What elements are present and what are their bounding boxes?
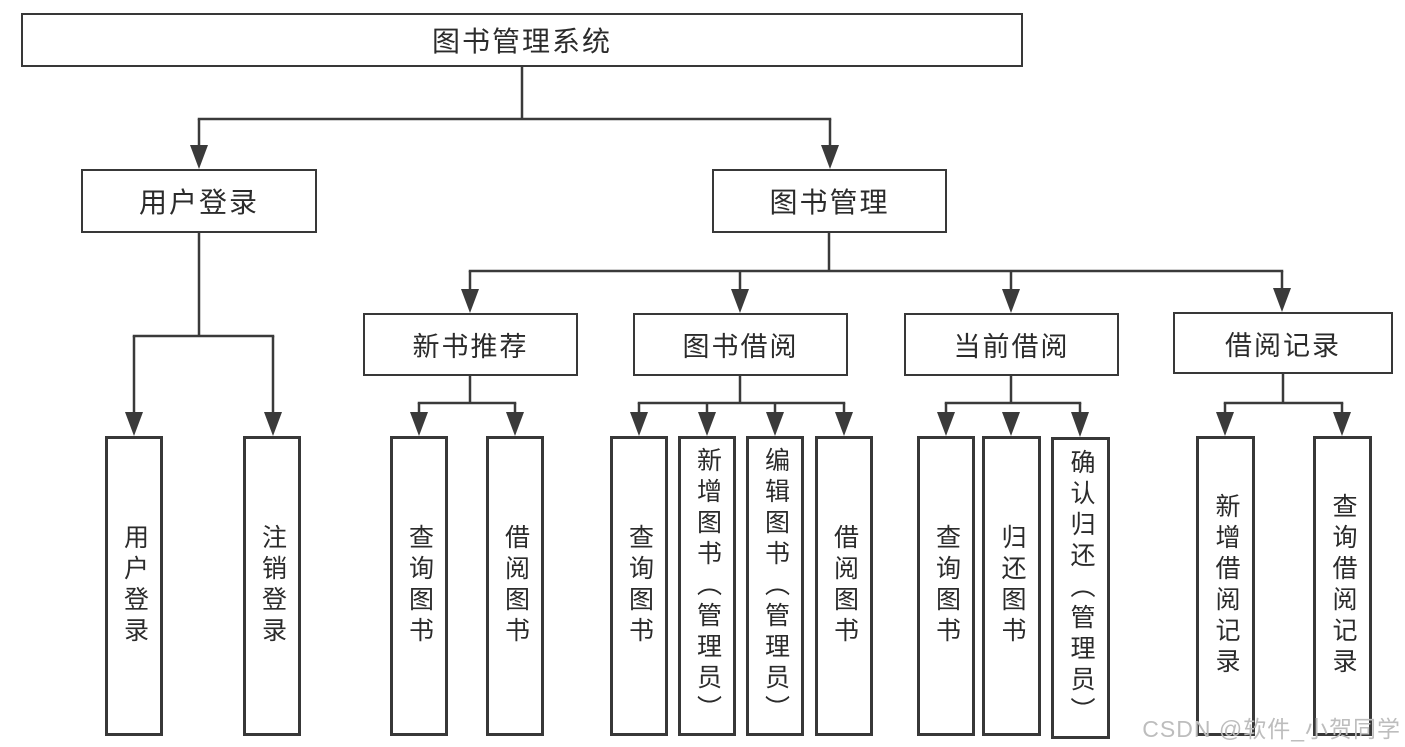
leaf-query-books-2-label: 查询图书 bbox=[625, 524, 654, 648]
leaf-query-books-3-label: 查询图书 bbox=[932, 524, 961, 648]
leaf-add-book-admin: 新增图书（管理员） bbox=[678, 436, 736, 736]
leaf-confirm-return-admin-label: 确认归还（管理员） bbox=[1067, 448, 1095, 728]
leaf-confirm-return-admin: 确认归还（管理员） bbox=[1051, 437, 1110, 739]
leaf-logout: 注销登录 bbox=[243, 436, 301, 736]
leaf-user-login: 用户登录 bbox=[105, 436, 163, 736]
leaf-query-borrow-record-label: 查询借阅记录 bbox=[1329, 493, 1357, 679]
node-new-book-recommend: 新书推荐 bbox=[363, 313, 578, 376]
leaf-query-books-1-label: 查询图书 bbox=[405, 524, 434, 648]
leaf-add-borrow-record: 新增借阅记录 bbox=[1196, 436, 1255, 736]
node-root-label: 图书管理系统 bbox=[431, 26, 612, 57]
node-current-borrow-label: 当前借阅 bbox=[953, 332, 1070, 362]
node-book-borrow: 图书借阅 bbox=[633, 313, 848, 376]
leaf-logout-label: 注销登录 bbox=[258, 524, 287, 648]
node-borrow-records: 借阅记录 bbox=[1173, 312, 1393, 374]
leaf-borrow-books-1: 借阅图书 bbox=[486, 436, 544, 736]
node-new-book-recommend-label: 新书推荐 bbox=[412, 332, 529, 362]
leaf-return-books-label: 归还图书 bbox=[998, 524, 1026, 648]
leaf-query-borrow-record: 查询借阅记录 bbox=[1313, 436, 1372, 736]
csdn-watermark: CSDN @软件_小贺同学 bbox=[1142, 716, 1401, 742]
leaf-query-books-3: 查询图书 bbox=[917, 436, 975, 736]
leaf-query-books-1: 查询图书 bbox=[390, 436, 448, 736]
leaf-edit-book-admin-label: 编辑图书（管理员） bbox=[761, 446, 790, 726]
node-current-borrow: 当前借阅 bbox=[904, 313, 1119, 376]
node-book-management: 图书管理 bbox=[712, 169, 947, 233]
leaf-user-login-label: 用户登录 bbox=[120, 524, 149, 648]
leaf-borrow-books-1-label: 借阅图书 bbox=[501, 524, 530, 648]
node-user-login: 用户登录 bbox=[81, 169, 317, 233]
leaf-add-borrow-record-label: 新增借阅记录 bbox=[1212, 493, 1240, 679]
leaf-return-books: 归还图书 bbox=[982, 436, 1041, 736]
node-root: 图书管理系统 bbox=[21, 13, 1023, 67]
node-book-borrow-label: 图书借阅 bbox=[682, 332, 799, 362]
leaf-add-book-admin-label: 新增图书（管理员） bbox=[693, 446, 722, 726]
leaf-edit-book-admin: 编辑图书（管理员） bbox=[746, 436, 804, 736]
leaf-borrow-books-2-label: 借阅图书 bbox=[830, 524, 859, 648]
leaf-query-books-2: 查询图书 bbox=[610, 436, 668, 736]
node-user-login-label: 用户登录 bbox=[138, 187, 259, 218]
leaf-borrow-books-2: 借阅图书 bbox=[815, 436, 873, 736]
node-book-management-label: 图书管理 bbox=[769, 187, 890, 218]
node-borrow-records-label: 借阅记录 bbox=[1225, 330, 1341, 361]
